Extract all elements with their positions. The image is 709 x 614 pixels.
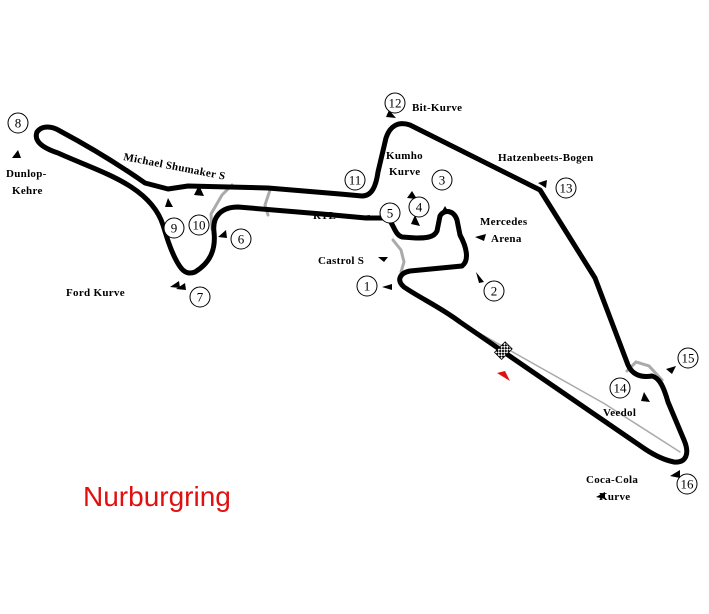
label-ford: Ford Kurve xyxy=(66,287,125,299)
pointer-12 xyxy=(386,110,396,118)
corner-circle-16 xyxy=(676,473,698,495)
corner-circles xyxy=(7,92,699,495)
label-bit: Bit-Kurve xyxy=(412,102,462,114)
corner-numbers: 1 2 3 4 5 6 7 8 9 10 11 12 13 14 15 16 xyxy=(15,96,695,492)
pointer-2 xyxy=(476,272,484,283)
corner-number-14: 14 xyxy=(614,381,628,396)
corner-number-16: 16 xyxy=(681,477,695,492)
label-cocacola-line2: Kurve xyxy=(599,491,630,503)
corner-number-4: 4 xyxy=(416,200,423,215)
red-arrow-icon xyxy=(497,371,510,381)
runoff-schumacher-chicane xyxy=(209,183,234,231)
corner-circle-6 xyxy=(230,228,252,250)
pointer-14 xyxy=(641,392,650,402)
pointer-cocacola xyxy=(596,492,605,499)
pointer-15 xyxy=(666,366,676,374)
pointer-rtl xyxy=(360,215,370,220)
corner-circle-8 xyxy=(7,112,29,134)
label-veedol: Veedol xyxy=(603,407,636,419)
corner-number-3: 3 xyxy=(439,173,446,188)
corner-number-7: 7 xyxy=(197,290,204,305)
corner-circle-4 xyxy=(408,196,430,218)
label-cocacola-line1: Coca-Cola xyxy=(586,474,638,486)
pointer-mercedes xyxy=(475,234,486,241)
corner-number-11: 11 xyxy=(349,173,362,188)
checkered-flag-icon xyxy=(493,341,513,361)
corner-circle-7 xyxy=(189,286,211,308)
pointer-3 xyxy=(441,206,450,214)
corner-circle-14 xyxy=(609,377,631,399)
corner-number-10: 10 xyxy=(193,218,206,233)
start-finish-line xyxy=(493,341,513,381)
pointer-7 xyxy=(176,283,186,290)
pointer-8 xyxy=(12,150,21,158)
label-kumho-line1: Kumho xyxy=(386,150,423,162)
label-mercedes-line2: Arena xyxy=(491,233,522,245)
pointer-9 xyxy=(165,198,173,207)
corner-circle-1 xyxy=(356,275,378,297)
track-outline xyxy=(33,121,690,465)
corner-circle-3 xyxy=(431,169,453,191)
corner-circle-2 xyxy=(483,280,505,302)
pointer-1 xyxy=(382,284,392,290)
pointer-10 xyxy=(194,185,204,196)
pointer-6 xyxy=(218,230,227,238)
corner-circle-12 xyxy=(384,92,406,114)
corner-number-8: 8 xyxy=(15,116,22,131)
corner-number-9: 9 xyxy=(171,221,178,236)
pointer-castrol xyxy=(378,257,388,262)
corner-number-2: 2 xyxy=(491,284,498,299)
corner-circle-13 xyxy=(555,177,577,199)
pointer-16 xyxy=(670,470,680,478)
corner-number-5: 5 xyxy=(387,206,394,221)
corner-pointers xyxy=(12,110,680,499)
runoff-castrol-s xyxy=(391,238,406,274)
corner-circle-10 xyxy=(188,214,210,236)
corner-circle-11 xyxy=(344,169,366,191)
label-hatzenbach: Hatzenbeets-Bogen xyxy=(498,152,594,164)
corner-number-12: 12 xyxy=(389,96,402,111)
pointer-ford xyxy=(170,281,180,288)
label-mercedes-line1: Mercedes xyxy=(480,216,528,228)
corner-circle-9 xyxy=(163,217,185,239)
circuit-title: Nurburgring xyxy=(83,481,231,512)
corner-number-15: 15 xyxy=(682,351,695,366)
corner-names: Dunlop- Kehre Ford Kurve Michael Shumake… xyxy=(6,102,638,503)
corner-number-13: 13 xyxy=(560,181,573,196)
corner-circle-15 xyxy=(677,347,699,369)
label-dunlop-line1: Dunlop- xyxy=(6,168,47,180)
corner-number-1: 1 xyxy=(364,279,371,294)
corner-number-6: 6 xyxy=(238,232,245,247)
pointer-kumho xyxy=(407,191,417,199)
label-castrol: Castrol S xyxy=(318,255,364,267)
label-dunlop-line2: Kehre xyxy=(12,185,43,197)
label-rtl: RTL xyxy=(313,210,336,222)
label-kumho-line2: Kurve xyxy=(389,166,420,178)
pointer-4 xyxy=(411,215,420,226)
corner-circle-5 xyxy=(379,202,401,224)
pointer-13 xyxy=(538,180,547,188)
